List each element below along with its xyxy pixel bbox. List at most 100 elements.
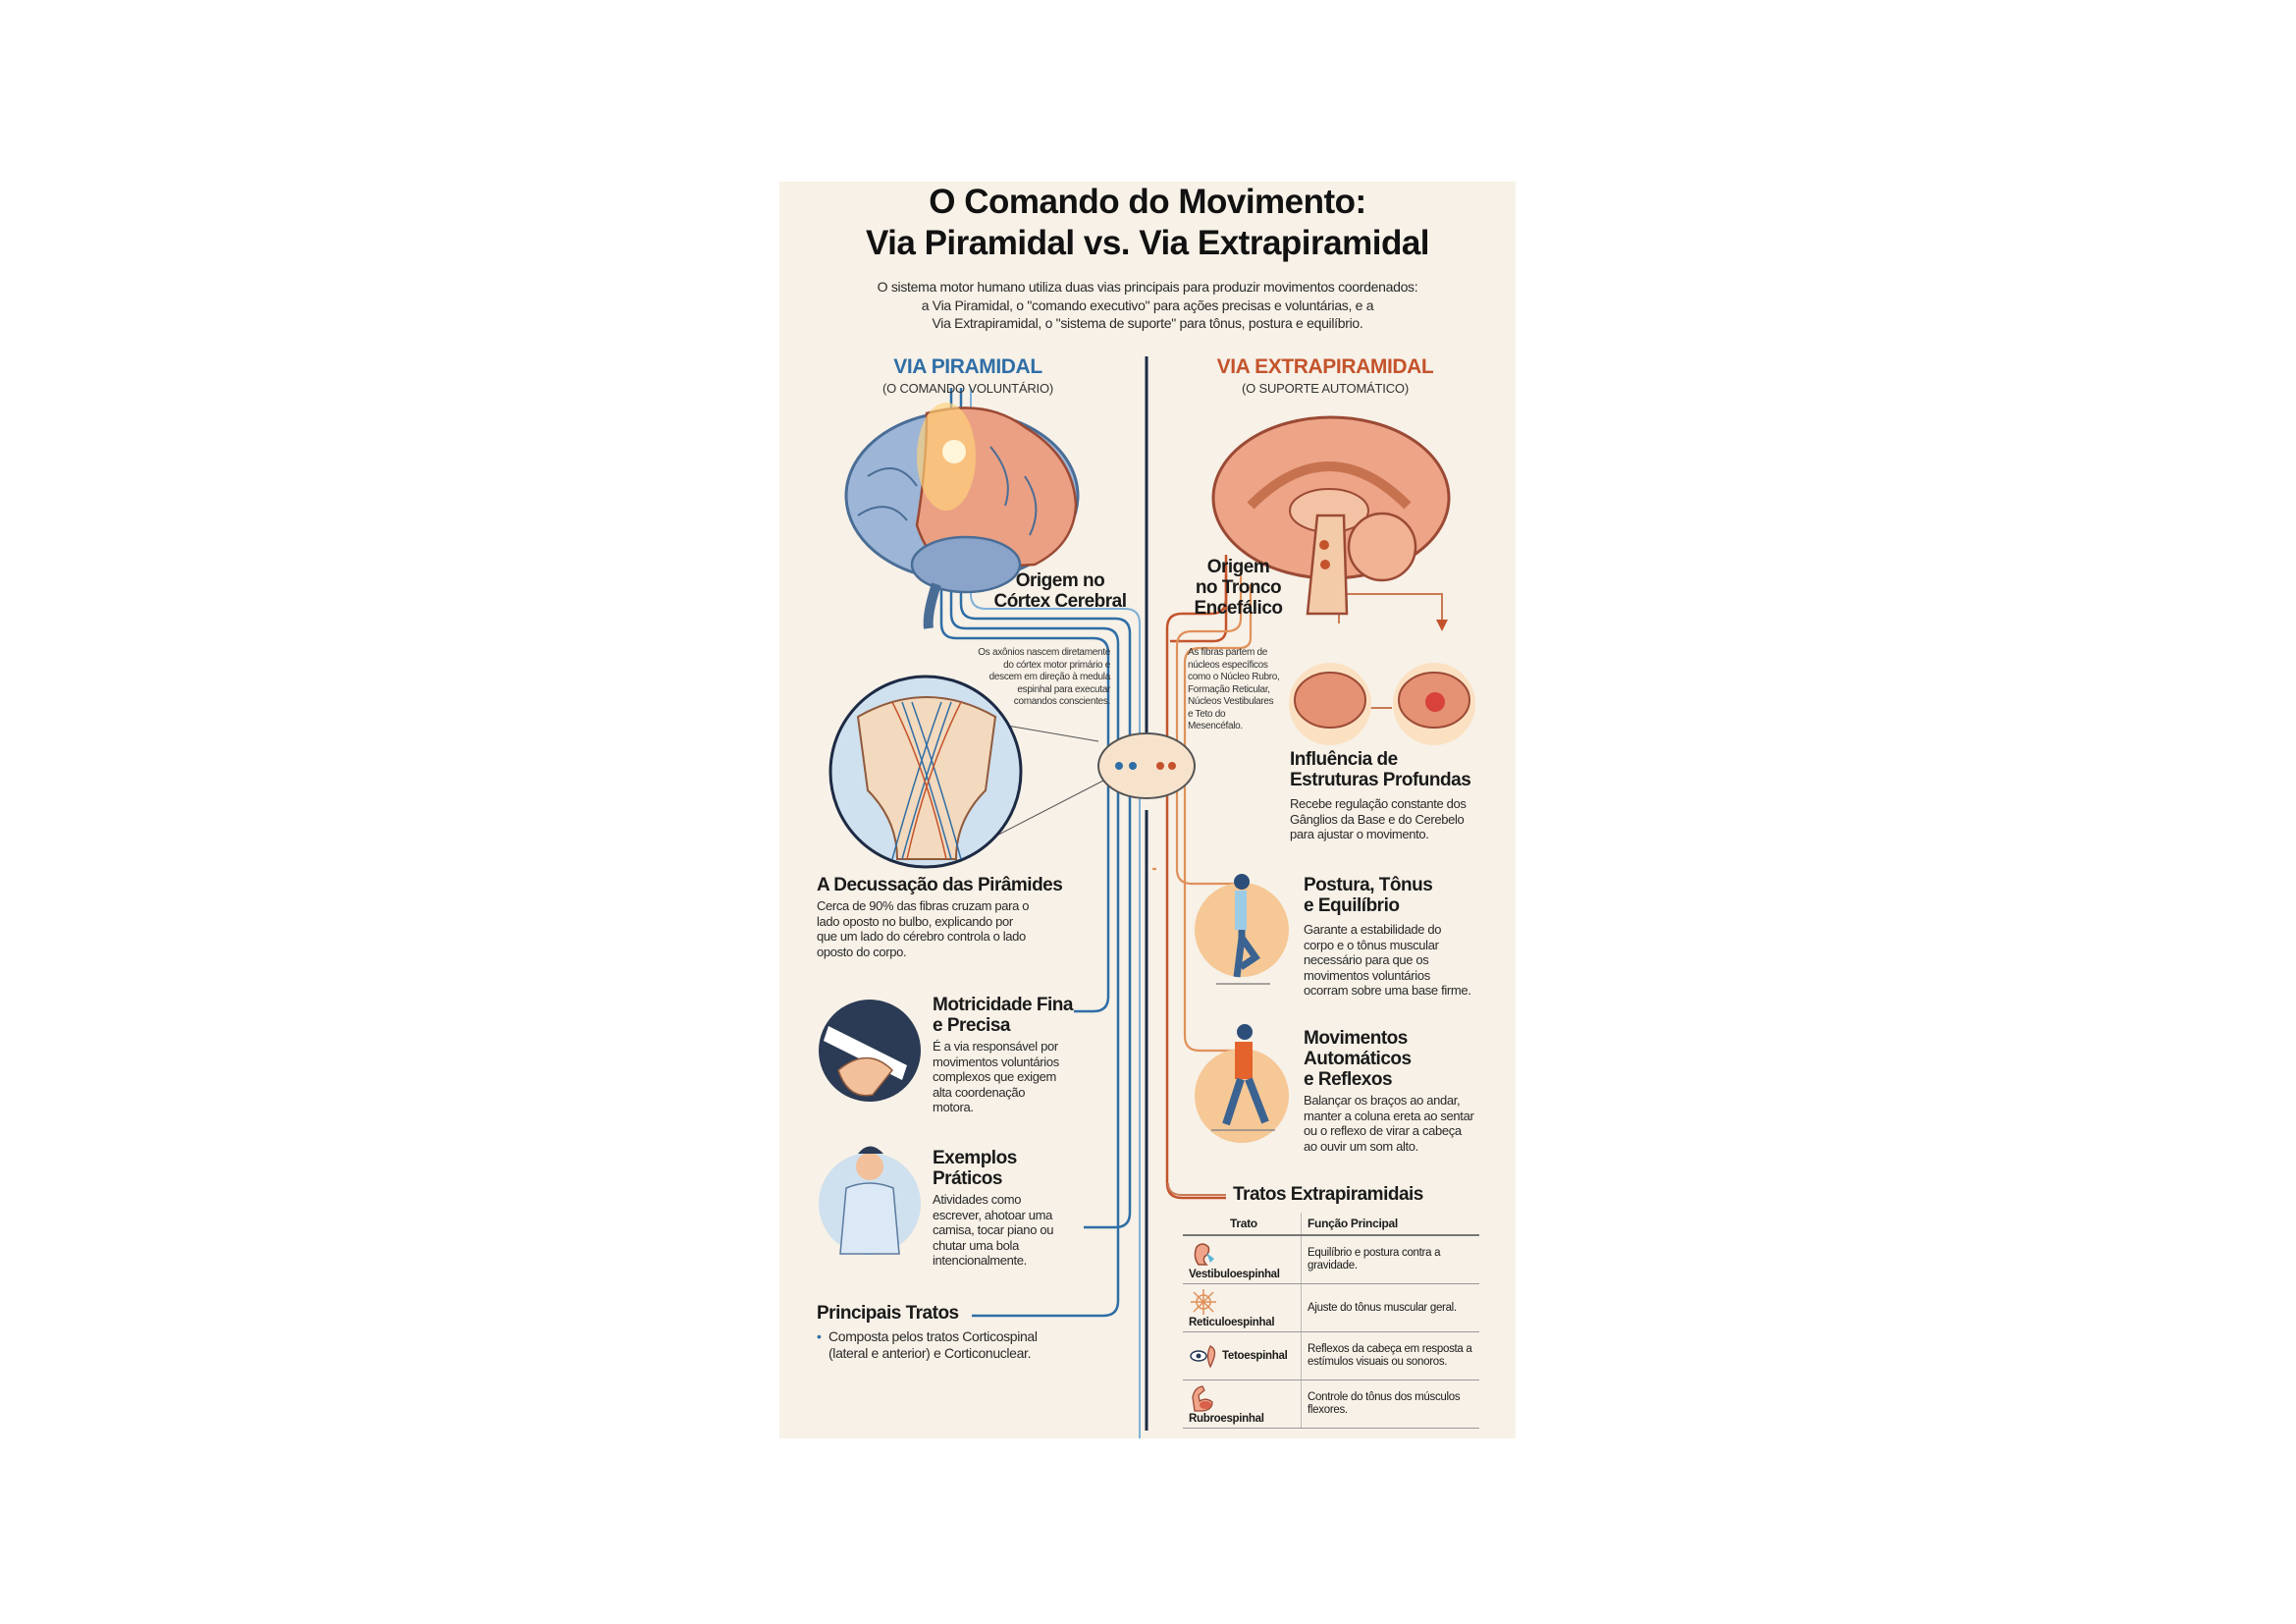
automatic-movements-block: Movimentos Automáticos e Reflexos Balanç… xyxy=(1304,1028,1514,1154)
pyramidal-pathway-lines-light xyxy=(970,388,1141,1438)
piramidal-heading: VIA PIRAMIDAL xyxy=(893,355,1042,378)
note-line: Os axônios nascem diretamente xyxy=(978,647,1110,658)
piramidal-subheading: (O COMANDO VOLUNTÁRIO) xyxy=(882,381,1053,396)
extrapiramidal-heading: VIA EXTRAPIRAMIDAL xyxy=(1216,355,1434,378)
walking-man-illustration xyxy=(1195,1024,1289,1143)
deep-structures-block: Influência de Estruturas Profundas Receb… xyxy=(1290,749,1506,842)
body-line: Garante a estabilidade do xyxy=(1304,922,1442,937)
intro-line: Via Extrapiramidal, o "sistema de suport… xyxy=(932,315,1363,331)
posture-block: Postura, Tônus e Equilíbrio Garante a es… xyxy=(1304,875,1510,999)
section-body: Recebe regulação constante dos Gânglios … xyxy=(1290,796,1506,842)
piramidal-origin-label: Origem no Córtex Cerebral xyxy=(986,570,1135,612)
tracts-bullet: • Composta pelos tratos Corticospinal (l… xyxy=(817,1328,1111,1362)
section-body: Cerca de 90% das fibras cruzam para o la… xyxy=(817,898,1072,959)
title-line-1: O Comando do Movimento: xyxy=(929,183,1366,221)
body-line: manter a coluna ereta ao sentar xyxy=(1304,1108,1474,1123)
intro-line: O sistema motor humano utiliza duas vias… xyxy=(877,279,1418,295)
basal-ganglia-brain-icon xyxy=(1289,663,1371,745)
body-line: ocorram sobre uma base firme. xyxy=(1304,983,1471,998)
note-line: como o Núcleo Rubro, xyxy=(1188,672,1280,682)
body-line: oposto do corpo. xyxy=(817,944,907,959)
eye-ear-icon xyxy=(1190,1345,1216,1369)
body-line: intencionalmente. xyxy=(933,1253,1027,1268)
tract-name: Vestibuloespinhal xyxy=(1189,1268,1280,1280)
body-line: (lateral e anterior) e Corticonuclear. xyxy=(828,1345,1032,1361)
body-line: que um lado do cérebro controla o lado xyxy=(817,929,1026,944)
note-line: As fibras partem de xyxy=(1188,647,1268,658)
piramidal-origin-note: Os axônios nascem diretamente do córtex … xyxy=(951,647,1110,709)
tract-cell: Rubroespinhal xyxy=(1183,1380,1303,1429)
body-line: camisa, tocar piano ou xyxy=(933,1222,1054,1237)
infographic-poster: O Comando do Movimento: Via Piramidal vs… xyxy=(779,182,1516,1438)
extrapiramidal-origin-label: Origem no Tronco Encefálico xyxy=(1177,557,1300,619)
body-line: Composta pelos tratos Corticospinal xyxy=(828,1328,1038,1344)
section-title: Influência de xyxy=(1290,749,1398,770)
table-header-row: Trato Função Principal xyxy=(1183,1213,1479,1236)
column-header-funcao: Função Principal xyxy=(1301,1213,1479,1236)
man-buttoning-shirt-illustration xyxy=(819,1146,921,1255)
title-line-2: Via Piramidal vs. Via Extrapiramidal xyxy=(865,224,1430,262)
body-line: Recebe regulação constante dos xyxy=(1290,796,1467,811)
section-title: e Equilíbrio xyxy=(1304,895,1400,916)
tract-function: Ajuste do tônus muscular geral. xyxy=(1301,1283,1479,1332)
pyramidal-pathway-lines xyxy=(939,388,1132,1318)
body-line: Atividades como xyxy=(933,1192,1022,1207)
body-line: complexos que exigem xyxy=(933,1069,1056,1084)
tract-name: Reticuloespinhal xyxy=(1189,1316,1275,1328)
body-line: ao ouvir um som alto. xyxy=(1304,1138,1418,1154)
tract-cell: Reticuloespinhal xyxy=(1183,1283,1303,1332)
label-line: Origem xyxy=(1206,557,1270,577)
body-line: corpo e o tônus muscular xyxy=(1304,937,1439,952)
label-line: no Tronco xyxy=(1195,577,1282,598)
section-title: Estruturas Profundas xyxy=(1290,770,1471,790)
table-connector-line xyxy=(1167,1182,1226,1196)
note-line: Formação Reticular, xyxy=(1188,683,1270,695)
network-icon xyxy=(1191,1288,1216,1315)
extrapiramidal-subheading: (O SUPORTE AUTOMÁTICO) xyxy=(1242,381,1409,396)
body-line: necessário para que os xyxy=(1304,952,1429,967)
pyramid-decussation-illustration xyxy=(828,675,1023,869)
extrapiramidal-origin-note: As fibras partem de núcleos específicos … xyxy=(1188,647,1296,733)
note-line: do córtex motor primário e xyxy=(1003,659,1110,671)
section-title: e Precisa xyxy=(933,1015,1010,1036)
body-line: lado oposto no bulbo, explicando por xyxy=(817,913,1013,929)
examples-block: Exemplos Práticos Atividades como escrev… xyxy=(933,1148,1090,1269)
table-title: Tratos Extrapiramidais xyxy=(1233,1184,1423,1205)
body-line: É a via responsável por xyxy=(933,1039,1058,1054)
extrapyramidal-tracts-table: Trato Função Principal Vestibuloespinhal… xyxy=(1183,1213,1479,1429)
section-title: Exemplos xyxy=(933,1148,1017,1168)
tract-function: Equilíbrio e postura contra a gravidade. xyxy=(1301,1235,1479,1284)
body-line: Balançar os braços ao andar, xyxy=(1304,1093,1461,1108)
tract-name: Tetoespinhal xyxy=(1222,1350,1288,1363)
body-line: movimentos voluntários xyxy=(933,1054,1059,1069)
tract-cell: Vestibuloespinhal xyxy=(1183,1235,1303,1284)
body-line: movimentos voluntários xyxy=(1304,967,1430,983)
illustration-layer xyxy=(819,356,1475,1438)
section-title: Automáticos xyxy=(1304,1049,1412,1069)
note-line: e Teto do xyxy=(1188,708,1226,720)
section-title: Principais Tratos xyxy=(817,1303,959,1324)
note-line: espinhal para executar xyxy=(1017,683,1110,695)
body-line: alta coordenação xyxy=(933,1084,1026,1100)
bullet-icon: • xyxy=(817,1328,822,1344)
label-line: Origem no xyxy=(1015,570,1105,591)
piano-hand-illustration xyxy=(819,1000,921,1102)
tract-function: Controle do tônus dos músculos flexores. xyxy=(1301,1380,1479,1429)
note-line: núcleos específicos xyxy=(1188,659,1268,671)
ear-icon xyxy=(1194,1242,1214,1266)
section-title: Movimentos xyxy=(1304,1028,1408,1049)
section-title: Motricidade Fina xyxy=(933,995,1073,1015)
section-title: e Reflexos xyxy=(1304,1069,1393,1090)
body-line: motora. xyxy=(933,1100,974,1114)
table-row: Reticuloespinhal Ajuste do tônus muscula… xyxy=(1183,1283,1479,1332)
note-line: comandos conscientes. xyxy=(1013,696,1111,707)
body-line: Cerca de 90% das fibras cruzam para o xyxy=(817,898,1030,913)
fine-motor-block: Motricidade Fina e Precisa É a via respo… xyxy=(933,995,1090,1115)
section-body: Balançar os braços ao andar, manter a co… xyxy=(1304,1093,1514,1154)
label-line: Encefálico xyxy=(1194,598,1283,619)
cerebellum-brain-icon xyxy=(1393,663,1475,745)
body-line: Gânglios da Base e do Cerebelo xyxy=(1290,811,1465,827)
extrapyramidal-pathway-lines xyxy=(1165,555,1228,1200)
tract-function: Reflexos da cabeça em resposta a estímul… xyxy=(1301,1331,1479,1380)
body-line: ou o reflexo de virar a cabeça xyxy=(1304,1123,1462,1138)
